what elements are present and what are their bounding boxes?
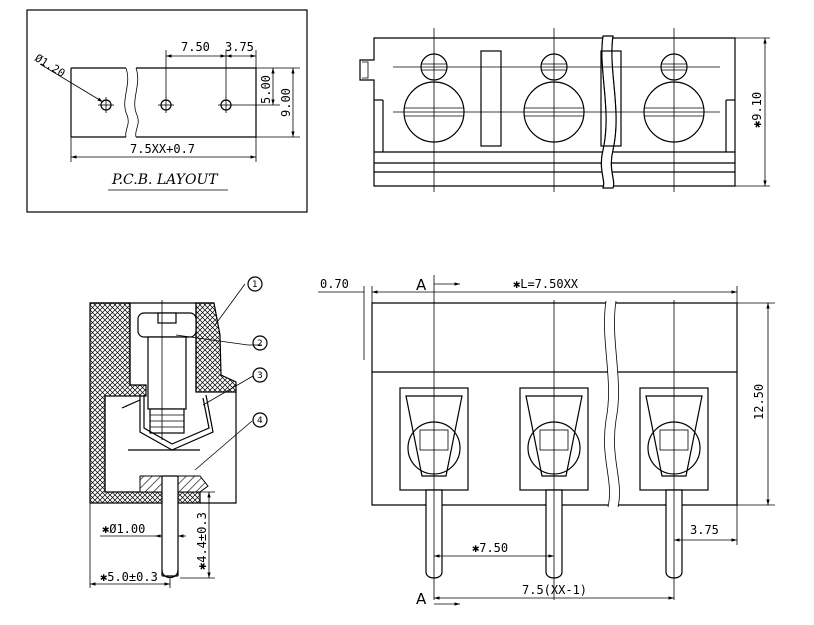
svg-text:3: 3 <box>257 371 263 381</box>
callout-1: 1 <box>214 276 263 326</box>
pin-dia-label: ✱Ø1.00 <box>102 522 145 536</box>
pcb-pin <box>161 475 179 577</box>
pcb-height-label: 9.00 <box>279 88 293 117</box>
front-span-label: 7.5(XX-1) <box>522 583 587 597</box>
pcb-length-label: 7.5XX+0.7 <box>130 142 195 156</box>
front-edge-label: 0.70 <box>320 277 349 291</box>
svg-text:2: 2 <box>257 339 263 349</box>
pin-length-label: ✱4.4±0.3 <box>195 512 209 570</box>
pcb-row-spacing-label: 5.00 <box>259 75 273 104</box>
svg-text:1: 1 <box>252 280 258 290</box>
callout-4: 4 <box>194 412 268 471</box>
pcb-layout-view: Ø1.20 7.50 3.75 5.00 9.00 7.5XX+0.7 P.C.… <box>26 9 308 213</box>
pcb-hole <box>158 97 174 113</box>
pcb-hole <box>218 97 234 113</box>
front-height-label: 12.50 <box>752 384 766 420</box>
front-length-label: ✱L=7.50XX <box>513 277 579 291</box>
front-view: 0.70 ✱L=7.50XX A A 12.50 ✱7.50 3.75 7.5(… <box>318 275 775 608</box>
screw-shaft <box>147 336 187 410</box>
front-edge-pin-label: 3.75 <box>690 523 719 537</box>
pcb-hole-dia-label: Ø1.20 <box>32 52 67 81</box>
section-a-top: A <box>416 276 427 294</box>
section-a-bottom: A <box>416 590 427 608</box>
pin-offset-label: ✱5.0±0.3 <box>100 570 158 584</box>
callout-3: 3 <box>202 367 268 406</box>
front-pitch-label: ✱7.50 <box>472 541 508 555</box>
pcb-pitch-label: 7.50 <box>181 40 210 54</box>
pcb-offset-label: 3.75 <box>225 40 254 54</box>
callout-2: 2 <box>175 334 268 351</box>
svg-text:4: 4 <box>257 416 263 426</box>
top-height-label: ✱9.10 <box>750 92 764 128</box>
pcb-hole <box>98 97 114 113</box>
top-view: ✱9.10 <box>359 28 770 192</box>
side-section-view: 1 2 3 4 ✱Ø1.00 ✱4.4±0.3 ✱5.0±0.3 <box>89 276 268 588</box>
pcb-layout-title: P.C.B. LAYOUT <box>111 172 219 188</box>
